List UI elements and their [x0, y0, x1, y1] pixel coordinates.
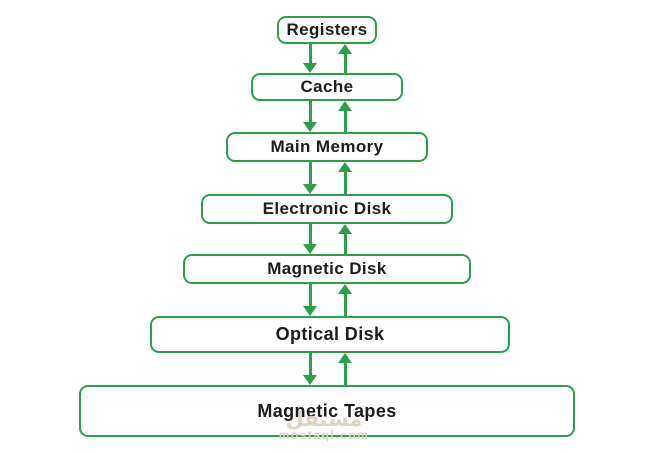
- connector-registers-cache: [0, 44, 660, 73]
- up-arrow-icon: [337, 44, 353, 73]
- down-arrow-icon: [302, 101, 318, 132]
- box-cache: Cache: [251, 73, 403, 101]
- connector-electronic-disk-magnetic-disk: [0, 224, 660, 254]
- up-arrow-icon: [337, 162, 353, 194]
- box-magnetic-disk: Magnetic Disk: [183, 254, 471, 284]
- up-arrow-icon: [337, 101, 353, 132]
- connector-magnetic-disk-optical-disk: [0, 284, 660, 316]
- box-main-memory: Main Memory: [226, 132, 428, 162]
- box-cache-label: Cache: [300, 77, 354, 96]
- connector-main-memory-electronic-disk: [0, 162, 660, 194]
- up-arrow-icon: [337, 284, 353, 316]
- box-magnetic-tapes: Magnetic Tapes: [79, 385, 575, 437]
- up-arrow-icon: [337, 353, 353, 385]
- up-arrow-icon: [337, 224, 353, 254]
- down-arrow-icon: [302, 162, 318, 194]
- box-optical-disk: Optical Disk: [150, 316, 510, 353]
- box-magnetic-disk-label: Magnetic Disk: [267, 259, 387, 278]
- box-electronic-disk: Electronic Disk: [201, 194, 453, 224]
- box-optical-disk-label: Optical Disk: [275, 324, 385, 344]
- connector-cache-main-memory: [0, 101, 660, 132]
- box-electronic-disk-label: Electronic Disk: [262, 199, 392, 218]
- box-registers: Registers: [277, 16, 377, 44]
- down-arrow-icon: [302, 224, 318, 254]
- down-arrow-icon: [302, 44, 318, 73]
- box-main-memory-label: Main Memory: [270, 137, 384, 156]
- down-arrow-icon: [302, 353, 318, 385]
- box-magnetic-tapes-label: Magnetic Tapes: [257, 400, 397, 421]
- down-arrow-icon: [302, 284, 318, 316]
- box-registers-label: Registers: [286, 20, 368, 39]
- connector-optical-disk-magnetic-tapes: [0, 353, 660, 385]
